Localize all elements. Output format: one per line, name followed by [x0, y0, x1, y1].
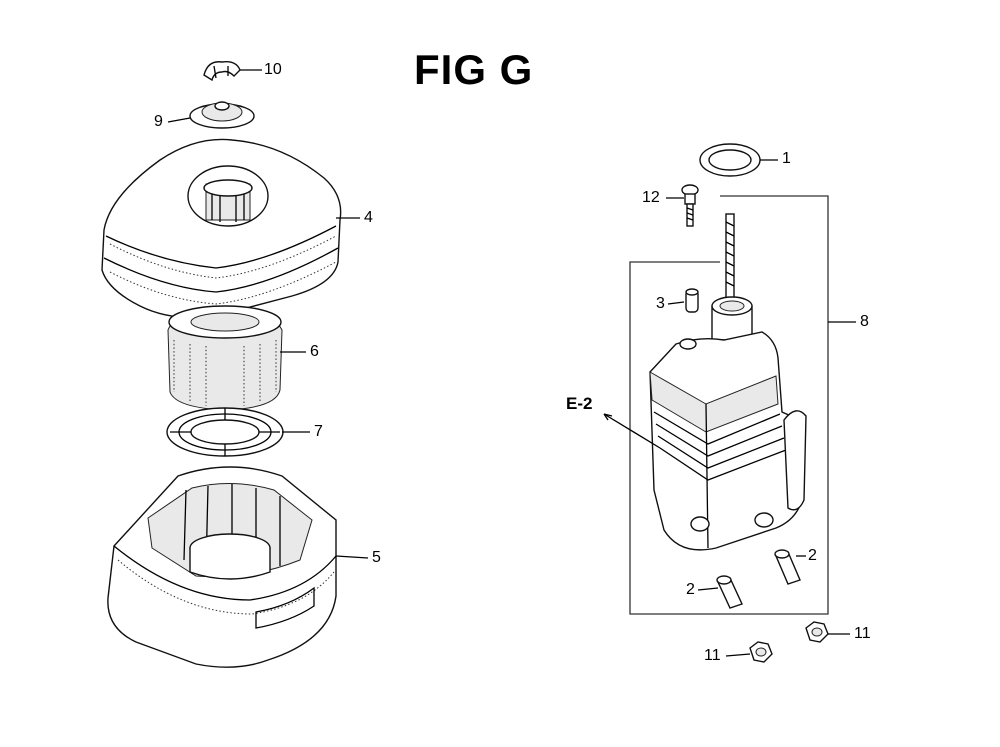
- callout-1: 1: [782, 150, 791, 167]
- part-6-filter: [167, 305, 283, 411]
- callout-9: 9: [154, 113, 163, 130]
- part-2-pin-left: [716, 575, 743, 609]
- part-11-nut-left: [749, 641, 773, 663]
- part-12-bolt: [681, 184, 699, 227]
- callout-12: 12: [642, 189, 660, 206]
- callout-8: 8: [860, 313, 869, 330]
- part-5-case: [107, 466, 337, 668]
- callout-7: 7: [314, 423, 323, 440]
- callout-3: 3: [656, 295, 665, 312]
- callout-2-right: 2: [808, 547, 817, 564]
- part-7-retainer: [166, 407, 284, 457]
- callout-5: 5: [372, 549, 381, 566]
- leader-lines: [167, 69, 856, 657]
- callout-2-left: 2: [686, 581, 695, 598]
- callout-11-left: 11: [704, 647, 721, 664]
- callout-6: 6: [310, 343, 319, 360]
- part-8-assembly-frame: [629, 195, 829, 615]
- part-9-washer: [189, 101, 255, 129]
- part-2-pin-right: [774, 549, 801, 585]
- reference-e2: E-2: [566, 394, 593, 413]
- callout-4: 4: [364, 209, 373, 226]
- part-4-cover: [101, 138, 342, 319]
- callout-10: 10: [264, 61, 282, 78]
- part-11-nut-right: [805, 621, 829, 643]
- part-1-ring: [699, 143, 761, 177]
- part-8-housing: [649, 213, 807, 551]
- part-10-clip: [203, 60, 241, 82]
- callout-11-right: 11: [854, 625, 871, 642]
- figure-title: FIG G: [414, 46, 534, 93]
- part-3-pin: [685, 288, 699, 313]
